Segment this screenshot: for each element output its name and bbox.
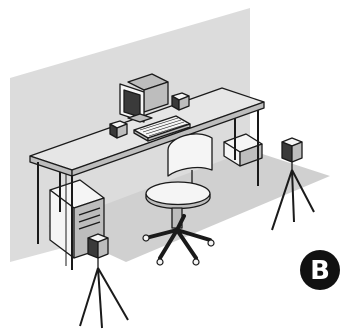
desktop-speaker-icon	[172, 93, 189, 110]
figure-label-badge: B	[300, 250, 340, 290]
desktop-speaker-icon	[110, 121, 127, 138]
figure-label: B	[310, 256, 330, 286]
